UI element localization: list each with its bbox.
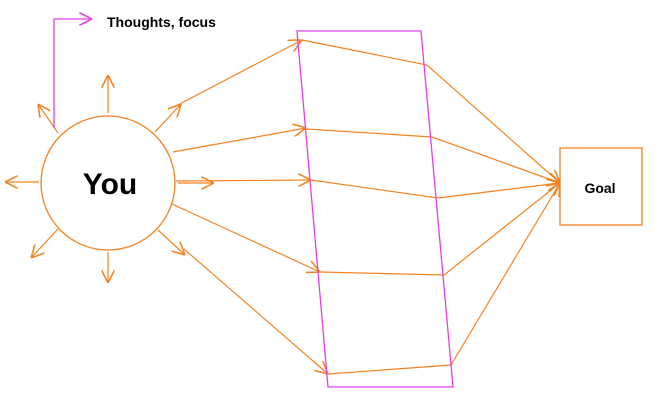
filter-band — [296, 30, 454, 388]
goal-label: Goal — [584, 180, 615, 196]
ray-top-left — [38, 104, 59, 134]
radiating-arrows — [5, 75, 214, 283]
goal-path-3 — [310, 180, 560, 199]
ray-top-right — [154, 104, 181, 133]
focus-arrow-4 — [171, 203, 320, 272]
goal-path-4 — [319, 183, 560, 276]
thoughts-arrow — [53, 19, 92, 128]
focus-arrows — [171, 40, 328, 374]
goal-node: Goal — [559, 147, 643, 226]
goal-box — [559, 147, 643, 226]
goal-path-5 — [327, 183, 560, 375]
focus-arrow-2 — [172, 128, 306, 153]
ray-bottom-right — [157, 229, 185, 255]
goal-paths — [301, 39, 560, 375]
thoughts-focus-label: Thoughts, focus — [107, 14, 216, 30]
you-node: You — [40, 115, 176, 251]
goal-path-2 — [305, 128, 560, 183]
you-circle — [40, 115, 176, 251]
focus-arrow-3 — [175, 180, 311, 181]
you-label: You — [83, 168, 137, 201]
ray-bottom-left — [31, 228, 59, 258]
goal-path-1 — [301, 39, 560, 183]
focus-arrow-5 — [183, 248, 328, 374]
focus-arrow-1 — [173, 40, 302, 108]
